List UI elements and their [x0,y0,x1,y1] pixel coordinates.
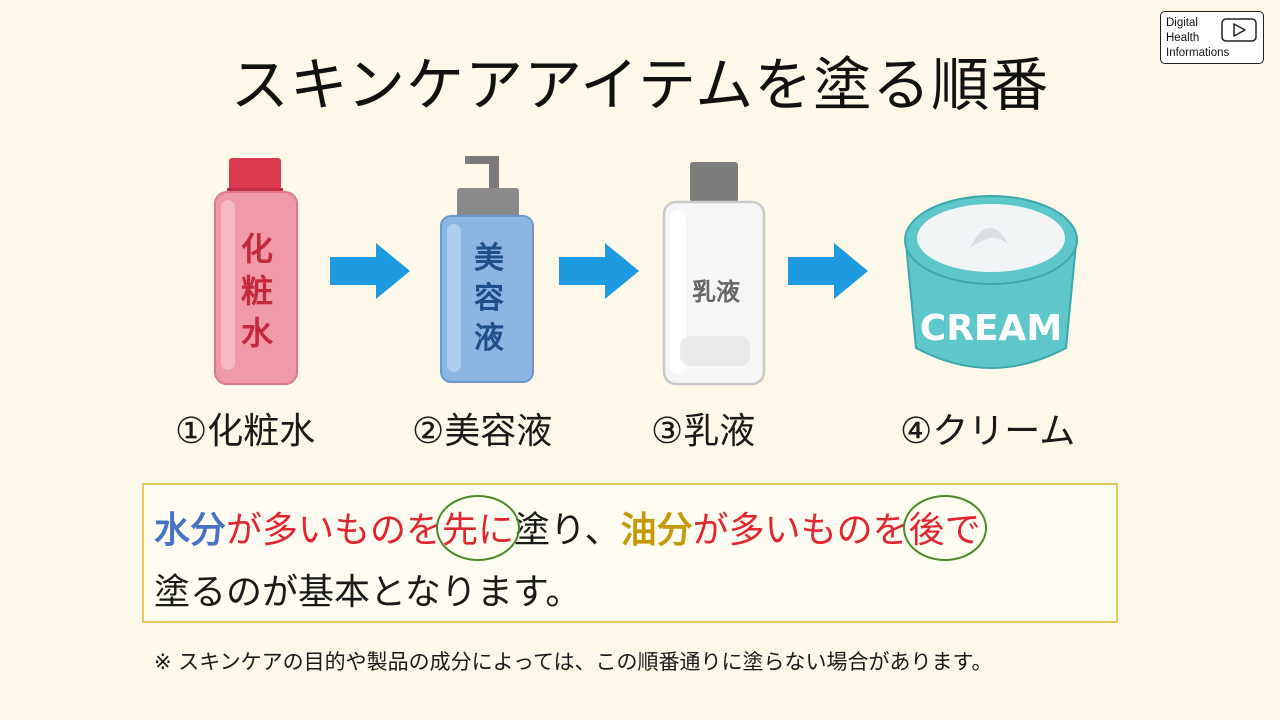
channel-logo: Digital Health Informations [1160,11,1264,64]
message-line-1: 水分が多いものを先に塗り、油分が多いものを後で [154,501,981,553]
label-cream: ④クリーム [900,402,1075,454]
label-serum: ②美容液 [412,402,552,454]
message-box: 水分が多いものを先に塗り、油分が多いものを後で 塗るのが基本となります。 [142,483,1118,623]
logo-line-3: Informations [1166,46,1229,61]
arrow-right-icon [786,240,872,302]
page-title: スキンケアアイテムを塗る順番 [0,38,1280,122]
message-line-2: 塗るのが基本となります。 [154,563,581,615]
message-text: 塗り、 [514,510,621,551]
logo-text: Digital Health Informations [1166,16,1229,61]
oil-content-text: 油分 [621,510,693,551]
label-milk-lotion: ③乳液 [651,402,755,454]
serum-bottle-illustration: 美 容 液 [435,150,535,390]
arrow-right-icon [328,240,414,302]
later-highlight: 後で [909,501,981,553]
water-content-text: 水分 [154,510,226,551]
bottle-text-2: 粧 [241,272,273,310]
logo-line-1: Digital [1166,16,1229,31]
label-lotion: ①化粧水 [175,402,315,454]
bottle-text-1: 美 [474,241,504,276]
footnote: ※ スキンケアの目的や製品の成分によっては、この順番通りに塗らない場合があります… [154,646,992,676]
bottle-text-3: 液 [474,321,504,356]
logo-line-2: Health [1166,31,1229,46]
bottle-text-1: 乳液 [692,278,740,306]
play-icon [1221,18,1257,42]
lotion-bottle-illustration: 化 粧 水 [205,150,305,390]
message-text: が多いものを [226,510,442,551]
first-highlight: 先に [442,501,514,553]
arrow-right-icon [557,240,643,302]
jar-text: CREAM [920,308,1062,349]
bottle-text-1: 化 [241,230,273,268]
message-text: が多いものを [693,510,909,551]
bottle-text-3: 水 [241,314,274,352]
cream-jar-illustration: CREAM [898,182,1084,392]
bottle-text-2: 容 [474,281,504,316]
milk-lotion-bottle-illustration: 乳液 [660,150,770,390]
